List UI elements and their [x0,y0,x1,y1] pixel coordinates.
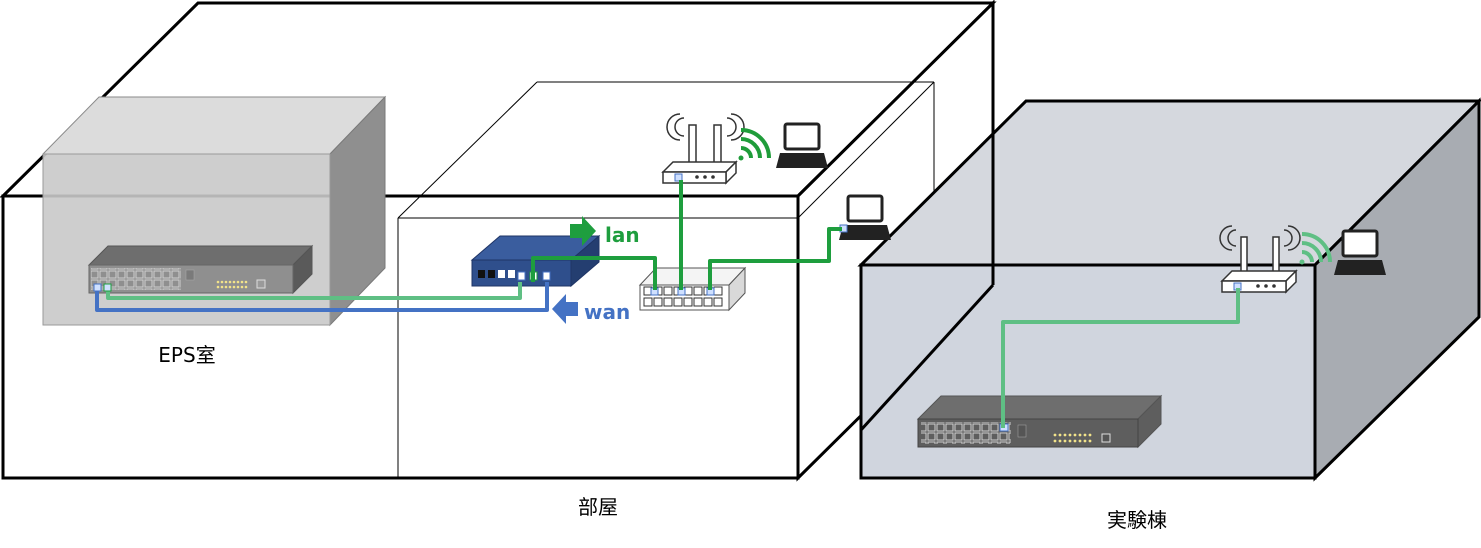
cables [95,180,1240,428]
network-switch-icon [87,244,314,295]
wifi-router-icon [661,113,745,185]
arrow-left-icon [552,294,578,324]
wifi-waves-icon [738,128,771,161]
router-icon [470,234,601,288]
eps-port-wan [93,283,102,292]
laptop-icon [1334,229,1386,275]
eps-room-label: EPS室 [158,343,215,367]
lab-building-label: 実験棟 [1107,508,1167,532]
laptop-icon [839,194,891,240]
wifi-router-icon [1219,225,1301,294]
wifi-waves-icon [1299,232,1332,265]
wan-label: wan [584,300,630,324]
arrow-right-icon [570,216,596,246]
lan-label: lan [605,223,640,247]
eps-port-lan [103,283,112,292]
laptop-icon [776,122,828,168]
room-label: 部屋 [578,495,618,519]
network-switch-icon [916,394,1163,449]
